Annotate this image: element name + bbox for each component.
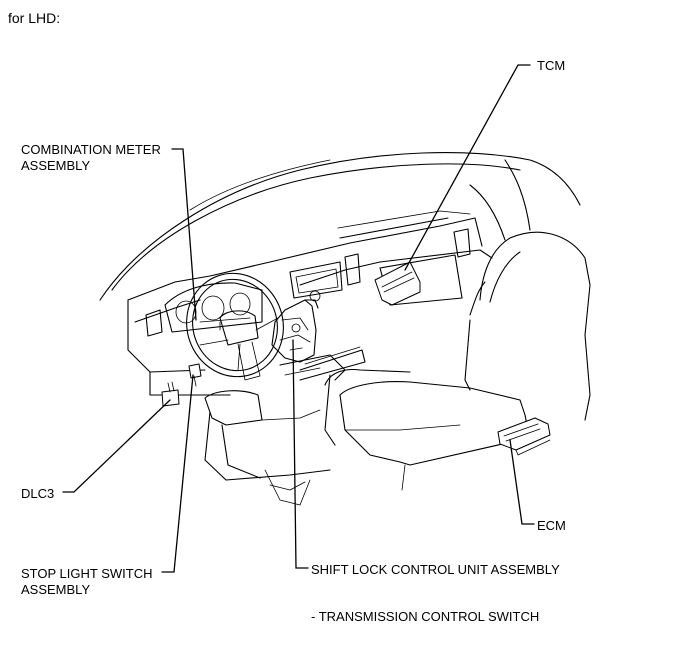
dashboard <box>127 210 493 396</box>
floor-console <box>261 354 346 421</box>
stop-light-switch-label: STOP LIGHT SWITCH <box>21 566 153 581</box>
stop-light-switch-graphic <box>188 363 202 387</box>
page-title: for LHD: <box>8 10 61 26</box>
ecm-label: ECM <box>537 518 566 533</box>
dlc3-leader <box>62 399 171 493</box>
combination-meter-leader <box>171 148 197 321</box>
passenger-seat <box>324 231 591 491</box>
tcm-module-graphic <box>374 261 421 306</box>
shift-lock-leader <box>292 339 309 569</box>
steering-wheel-graphic <box>186 272 284 381</box>
dlc3-label: DLC3 <box>21 486 55 501</box>
combination-meter-label-line2: ASSEMBLY <box>21 158 91 173</box>
stop-light-switch-label-line2: ASSEMBLY <box>21 582 91 597</box>
tcm-label: TCM <box>537 58 566 73</box>
shift-lock-graphic <box>271 290 321 363</box>
driver-seat <box>204 390 331 506</box>
combination-meter-label: COMBINATION METER <box>21 142 161 157</box>
combination-meter-graphic <box>164 282 263 333</box>
tcm-leader <box>404 64 531 271</box>
dlc3-connector-graphic <box>161 381 180 407</box>
transmission-switch-label: - TRANSMISSION CONTROL SWITCH <box>311 609 540 624</box>
leader-lines <box>62 64 535 573</box>
shift-lock-label: SHIFT LOCK CONTROL UNIT ASSEMBLY <box>311 562 560 577</box>
stop-light-leader <box>161 374 194 573</box>
ecm-leader <box>509 439 535 525</box>
cabin-outline <box>99 152 581 301</box>
ecm-module-graphic <box>497 417 551 456</box>
